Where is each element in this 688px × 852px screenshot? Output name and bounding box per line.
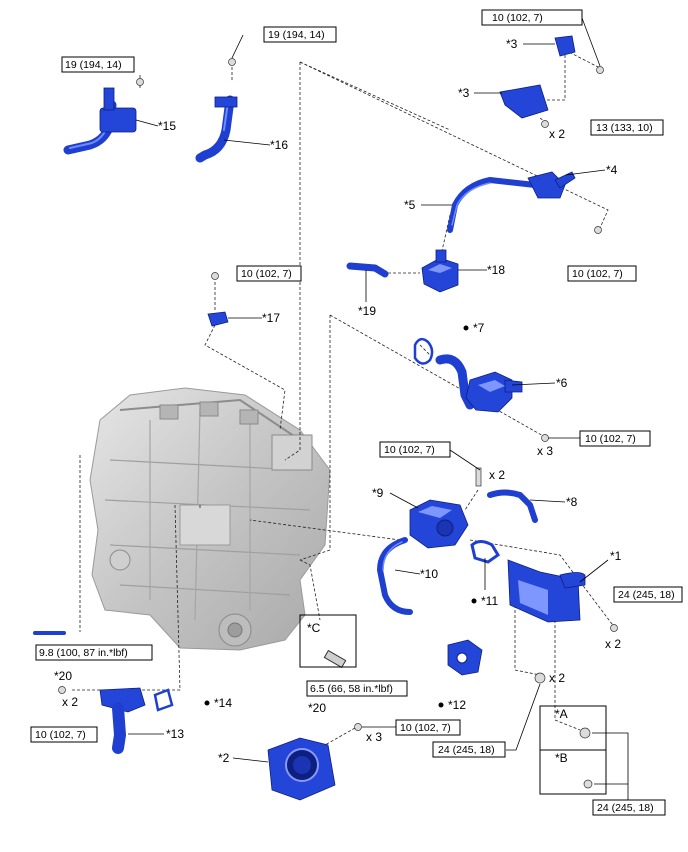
torque-label: 9.8 (100, 87 in.*lbf) xyxy=(39,647,128,659)
part-15-hose-outlet xyxy=(63,78,144,155)
torque-label: 10 (102, 7) xyxy=(572,268,623,280)
part-2-throttle-body xyxy=(267,723,362,801)
label-part-14: *14 xyxy=(214,696,232,710)
label-part-8: *8 xyxy=(566,495,578,509)
label-part-10: *10 xyxy=(420,567,438,581)
part-16-hose xyxy=(195,58,238,163)
qty-24: x 2 xyxy=(549,671,565,685)
part-9-egr-valve xyxy=(409,467,482,549)
part-3-brackets xyxy=(499,35,604,128)
qty-1: x 2 xyxy=(605,637,621,651)
qty-6: x 3 xyxy=(537,444,553,458)
label-part-5: *5 xyxy=(404,198,416,212)
label-part-1: *1 xyxy=(610,549,622,563)
label-part-11: *11 xyxy=(481,594,498,608)
part-14-gasket xyxy=(153,688,174,712)
part-5-pipe xyxy=(447,177,538,233)
torque-label: 24 (245, 18) xyxy=(618,589,675,601)
part-8-pipe xyxy=(487,489,538,523)
torque-label: 10 (102, 7) xyxy=(35,729,86,741)
part-7-gasket xyxy=(413,337,434,365)
qty-2: x 3 xyxy=(366,730,382,744)
part-20-bolts xyxy=(33,631,347,669)
label-part-3-bottom: *3 xyxy=(458,86,470,100)
label-part-15: *15 xyxy=(158,119,176,133)
torque-label: 10 (102, 7) xyxy=(400,722,451,734)
torque-label: 10 (102, 7) xyxy=(384,444,435,456)
part-6-water-passage xyxy=(435,354,549,442)
part-labels: *15 *16 *3 *3 *4 *5 *18 *19 *17 *7 *6 *9… xyxy=(54,37,622,765)
part-10-pipe xyxy=(377,537,413,615)
label-part-18: *18 xyxy=(487,263,505,277)
torque-label: 10 (102, 7) xyxy=(241,268,292,280)
quantities: x 2 x 3 x 2 x 2 x 2 x 3 x 2 xyxy=(62,127,621,744)
label-part-17: *17 xyxy=(262,311,280,325)
label-part-7: *7 xyxy=(473,321,485,335)
label-part-19: *19 xyxy=(358,304,376,318)
label-view-c: *C xyxy=(307,621,321,635)
engine-block xyxy=(89,387,331,651)
part-11-gasket xyxy=(470,540,501,564)
label-view-b: *B xyxy=(555,751,568,765)
part-4-bracket xyxy=(527,171,602,234)
label-part-20-right: *20 xyxy=(308,701,326,715)
torque-label: 13 (133, 10) xyxy=(596,122,653,134)
torque-label: 6.5 (66, 58 in.*lbf) xyxy=(310,683,393,695)
label-view-a: *A xyxy=(555,707,568,721)
torque-boxes: 19 (194, 14) 19 (194, 14) 10 (102, 7) 13… xyxy=(30,9,683,816)
label-part-9: *9 xyxy=(372,486,384,500)
part-nuts-ab xyxy=(534,672,593,789)
label-part-4: *4 xyxy=(606,163,618,177)
label-part-6: *6 xyxy=(556,376,568,390)
qty-13b: x 2 xyxy=(62,695,78,709)
part-17-bracket xyxy=(207,272,229,327)
part-1-egr-cooler xyxy=(507,559,618,632)
part-13-water-pipe xyxy=(58,686,146,754)
part-19-hose xyxy=(346,262,389,278)
part-12-gasket xyxy=(447,639,483,676)
label-part-3-top: *3 xyxy=(506,37,518,51)
label-part-12: *12 xyxy=(448,698,466,712)
torque-label: 24 (245, 18) xyxy=(438,744,495,756)
torque-label: 10 (102, 7) xyxy=(585,433,636,445)
qty-13: x 2 xyxy=(549,127,565,141)
label-part-2: *2 xyxy=(218,751,230,765)
label-part-13: *13 xyxy=(166,727,184,741)
torque-label: 10 (102, 7) xyxy=(492,12,543,24)
label-part-16: *16 xyxy=(270,138,288,152)
torque-label: 24 (245, 18) xyxy=(597,802,654,814)
torque-label: 19 (194, 14) xyxy=(268,29,325,41)
torque-label: 19 (194, 14) xyxy=(65,59,122,71)
part-18-valve xyxy=(421,249,459,293)
qty-9: x 2 xyxy=(489,468,505,482)
label-part-20-left: *20 xyxy=(54,669,72,683)
